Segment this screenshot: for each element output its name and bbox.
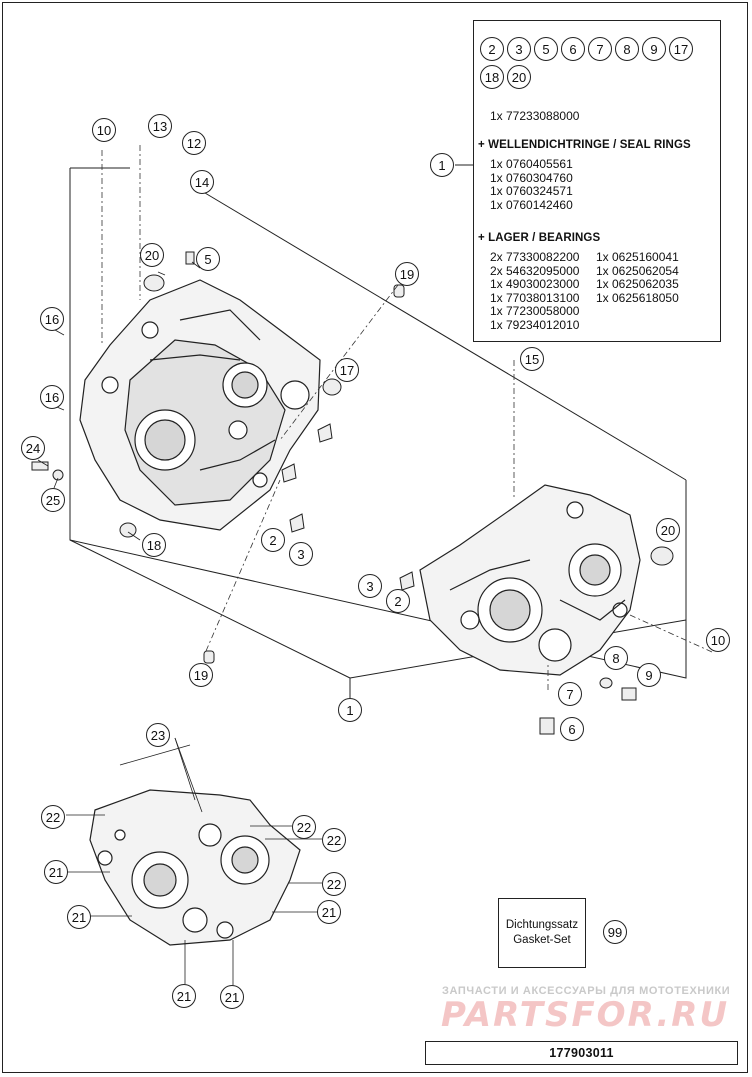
- kit-item-callout: 2: [480, 37, 504, 61]
- bearing-part: 1x 77038013100: [490, 290, 580, 305]
- plug-6: [539, 717, 555, 735]
- callout-9: 9: [637, 663, 661, 687]
- callout-16: 16: [40, 385, 64, 409]
- callout-16: 16: [40, 307, 64, 331]
- seal-rings-heading: + WELLENDICHTRINGE / SEAL RINGS: [478, 139, 691, 151]
- screw-5: [185, 251, 195, 265]
- seal-ring-part: 1x 0760405561: [490, 157, 573, 171]
- right-crankcase-half: [419, 484, 641, 676]
- callout-kit-1: 1: [430, 153, 454, 177]
- gasket-set-label-de: Dichtungssatz: [505, 919, 579, 931]
- kit-main-part-number: 1x 77233088000: [490, 109, 580, 123]
- bearing-part: 1x 0625062054: [596, 263, 679, 278]
- seal-ring-part: 1x 0760304760: [490, 170, 573, 185]
- bearing-part: 1x 49030023000: [490, 277, 580, 292]
- callout-1: 1: [338, 698, 362, 722]
- seal-ring-part: 1x 0760324571: [490, 184, 573, 199]
- washer-8: [599, 677, 613, 689]
- bearing-part: 1x 79234012010: [490, 317, 580, 332]
- bracket-c: [281, 463, 297, 483]
- callout-99: 99: [603, 920, 627, 944]
- dowel-19-bottom: [203, 650, 215, 664]
- gasket-set-label-en: Gasket-Set: [513, 934, 571, 946]
- callout-3: 3: [358, 574, 382, 598]
- kit-item-callout: 18: [480, 65, 504, 89]
- bracket-2-right: [399, 571, 415, 591]
- callout-22: 22: [292, 815, 316, 839]
- kit-item-callout: 20: [507, 65, 531, 89]
- callout-21: 21: [317, 900, 341, 924]
- bearing-part: 1x 0625160041: [596, 250, 679, 264]
- callout-17: 17: [335, 358, 359, 382]
- kit-item-callout: 5: [534, 37, 558, 61]
- callout-23: 23: [146, 723, 170, 747]
- bearing-part: 1x 77230058000: [490, 304, 580, 319]
- callout-2: 2: [261, 528, 285, 552]
- bracket-b: [317, 423, 333, 443]
- callout-19: 19: [189, 663, 213, 687]
- callout-22: 22: [41, 805, 65, 829]
- inner-crankcase-view: [89, 789, 301, 946]
- kit-item-callout: 3: [507, 37, 531, 61]
- bracket-2-left: [289, 513, 305, 533]
- bearings-list-left: 2x 77330082200 2x 54632095000 1x 4903002…: [490, 250, 580, 333]
- repair-kit-box: 2 3 5 6 7 8 9 17 18 20 1x 77233088000 + …: [473, 20, 721, 342]
- callout-25: 25: [41, 488, 65, 512]
- callout-7: 7: [558, 682, 582, 706]
- callout-22: 22: [322, 828, 346, 852]
- bearing-part: 2x 54632095000: [490, 263, 580, 278]
- callout-10: 10: [92, 118, 116, 142]
- callout-2: 2: [386, 589, 410, 613]
- callout-15: 15: [520, 347, 544, 371]
- callout-21: 21: [67, 905, 91, 929]
- callout-18: 18: [142, 533, 166, 557]
- bearings-heading: + LAGER / BEARINGS: [478, 232, 601, 244]
- callout-6: 6: [560, 717, 584, 741]
- bearing-17: [322, 378, 342, 396]
- washer-25: [52, 469, 64, 481]
- bearing-part: 2x 77330082200: [490, 250, 580, 264]
- callout-21: 21: [44, 860, 68, 884]
- assembly-outline: [69, 168, 687, 679]
- kit-item-callout: 8: [615, 37, 639, 61]
- watermark-logo: PARTSFOR.RU: [441, 995, 730, 1035]
- watermark-tagline: ЗАПЧАСТИ И АКСЕССУАРЫ ДЛЯ МОТОТЕХНИКИ: [442, 985, 731, 997]
- callout-24: 24: [21, 436, 45, 460]
- bearing-part: 1x 0625062035: [596, 277, 679, 292]
- callout-14: 14: [190, 170, 214, 194]
- kit-item-callout: 17: [669, 37, 693, 61]
- bearing-18: [119, 522, 137, 538]
- seal-ring-part: 1x 0760142460: [490, 197, 573, 212]
- dowel-19-top: [393, 284, 405, 298]
- callout-21: 21: [220, 985, 244, 1009]
- callout-20: 20: [140, 243, 164, 267]
- callout-22: 22: [322, 872, 346, 896]
- gasket-set-box: Dichtungssatz Gasket-Set: [498, 898, 586, 968]
- kit-item-callout: 6: [561, 37, 585, 61]
- callout-20: 20: [656, 518, 680, 542]
- bearing-part: 1x 0625618050: [596, 290, 679, 305]
- callout-3: 3: [289, 542, 313, 566]
- kit-item-callout: 9: [642, 37, 666, 61]
- callout-10: 10: [706, 628, 730, 652]
- bearings-list-right: 1x 0625160041 1x 0625062054 1x 062506203…: [596, 250, 679, 305]
- callout-21: 21: [172, 984, 196, 1008]
- document-number: 177903011: [425, 1041, 738, 1065]
- callout-5: 5: [196, 247, 220, 271]
- left-crankcase-half: [79, 279, 321, 531]
- callout-12: 12: [182, 131, 206, 155]
- seal-rings-list: 1x 0760405561 1x 0760304760 1x 076032457…: [490, 157, 573, 212]
- kit-included-items: 2 3 5 6 7 8 9 17 18 20: [480, 37, 716, 89]
- bearing-20-left: [143, 274, 165, 292]
- callout-13: 13: [148, 114, 172, 138]
- callout-19: 19: [395, 262, 419, 286]
- callout-8: 8: [604, 646, 628, 670]
- kit-item-callout: 7: [588, 37, 612, 61]
- plug-9: [621, 687, 637, 701]
- screw-24: [31, 461, 49, 471]
- seal-20-right: [650, 546, 674, 566]
